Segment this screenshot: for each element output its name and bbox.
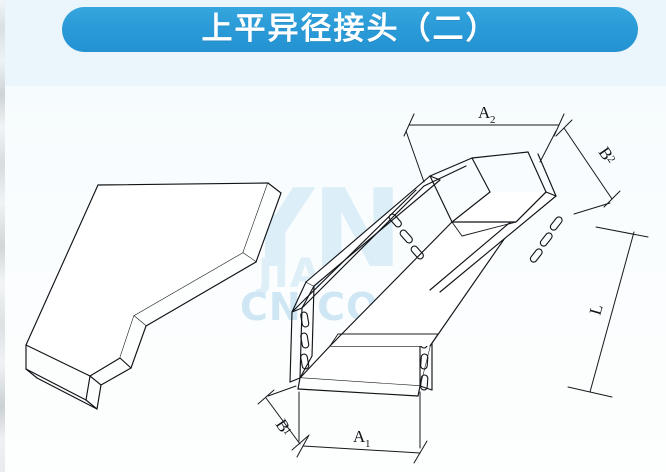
slot-group-bottom-left	[300, 311, 310, 370]
dimension-A2: A 2	[403, 103, 565, 183]
dimension-label-A1: A	[353, 427, 366, 446]
page-title: 上平异径接头（二）	[201, 11, 499, 47]
title-banner: 上平异径接头（二）	[62, 7, 638, 52]
scan-gutter-artifact	[0, 0, 5, 472]
dimension-sub-B2: 2	[605, 154, 618, 165]
dimension-sub-B1: 1	[281, 426, 294, 437]
slot-group-top-right	[529, 216, 563, 263]
dimension-L: L	[567, 226, 649, 398]
dimension-B1: B 1	[257, 385, 309, 451]
tray-reducer-isometric	[289, 151, 563, 397]
dimension-label-A2: A	[478, 103, 491, 122]
dimension-A1: A 1	[296, 391, 428, 464]
dimension-B2: B 2	[555, 119, 621, 215]
slot-group-top-left	[388, 213, 424, 260]
dimension-label-L: L	[586, 302, 607, 317]
dimension-sub-A2: 2	[490, 114, 496, 126]
dimension-sub-A1: 1	[365, 438, 371, 450]
cover-plate-isometric	[25, 182, 282, 410]
